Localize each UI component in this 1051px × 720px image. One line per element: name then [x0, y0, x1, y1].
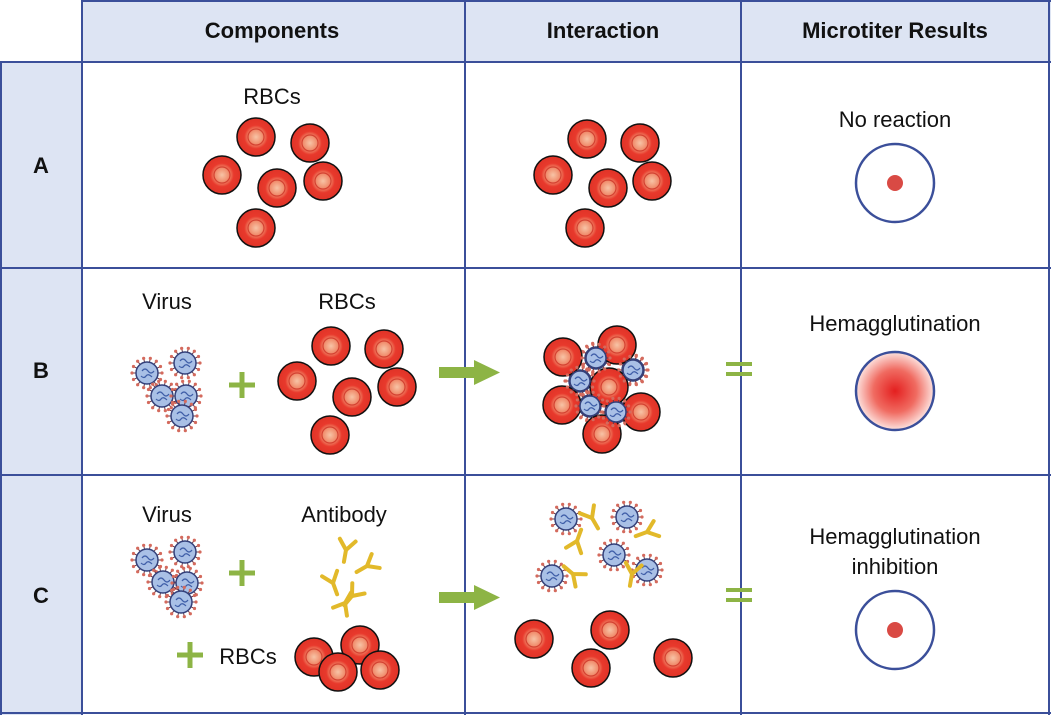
virus-icon: [164, 585, 198, 619]
rbc-icon: [332, 377, 372, 417]
virus-icon: [600, 396, 632, 428]
virus-icon: [617, 354, 649, 386]
rbc-icon: [236, 208, 276, 248]
antibody-icon: [564, 527, 584, 556]
antibody-icon: [331, 590, 353, 618]
antibody-icon: [320, 568, 340, 597]
row-label-bg: [0, 62, 82, 715]
row-a-rbcs-label: RBCs: [243, 84, 300, 109]
antibody-icon: [354, 552, 382, 574]
rbc-icon: [588, 168, 628, 208]
rbc-icon: [571, 648, 611, 688]
arrow-icon: [439, 585, 500, 610]
microtiter-well-icon: [854, 350, 936, 432]
rbc-icon: [310, 415, 350, 455]
plus-icon: [177, 642, 203, 668]
virus-icon: [168, 535, 202, 569]
row-c-rbcs-label: RBCs: [219, 644, 276, 669]
rbc-icon: [582, 414, 622, 454]
virus-icon: [610, 500, 644, 534]
header-interaction: Interaction: [547, 18, 659, 43]
virus-icon: [564, 365, 596, 397]
result-b-label: Hemagglutination: [809, 311, 980, 336]
virus-icon: [130, 543, 164, 577]
rbc-icon: [567, 119, 607, 159]
rbc-icon: [364, 329, 404, 369]
antibody-icon: [337, 536, 358, 564]
virus-icon: [168, 346, 202, 380]
row-label-c: C: [33, 583, 49, 608]
virus-icon: [130, 356, 164, 390]
row-c-virus-label: Virus: [142, 502, 192, 527]
antibody-icon: [633, 519, 662, 539]
rbc-icon: [360, 650, 400, 690]
rbc-icon: [543, 337, 583, 377]
equals-icon: [726, 362, 752, 376]
rbc-icon: [377, 367, 417, 407]
row-c-antibody-label: Antibody: [301, 502, 387, 527]
rbc-icon: [236, 117, 276, 157]
virus-icon: [549, 502, 583, 536]
rbc-icon: [533, 155, 573, 195]
virus-icon: [165, 399, 199, 433]
rbc-icon: [632, 161, 672, 201]
microtiter-well-icon: [854, 589, 936, 671]
result-c-label-line2: inhibition: [852, 554, 939, 579]
header-components: Components: [205, 18, 339, 43]
virus-icon: [580, 342, 612, 374]
row-label-a: A: [33, 153, 49, 178]
row-b-virus-label: Virus: [142, 289, 192, 314]
arrow-icon: [439, 360, 500, 385]
header-bg: [82, 0, 1051, 62]
rbc-icon: [318, 652, 358, 692]
microtiter-well-icon: [854, 142, 936, 224]
virus-icon: [574, 390, 606, 422]
rbc-icon: [653, 638, 693, 678]
result-c-label-line1: Hemagglutination: [809, 524, 980, 549]
header-microtiter-results: Microtiter Results: [802, 18, 988, 43]
row-label-b: B: [33, 358, 49, 383]
equals-icon: [726, 588, 752, 602]
rbc-icon: [514, 619, 554, 659]
plus-icon: [229, 560, 255, 586]
result-a-label: No reaction: [839, 107, 952, 132]
virus-icon: [535, 559, 569, 593]
rbc-icon: [590, 610, 630, 650]
row-b-rbcs-label: RBCs: [318, 289, 375, 314]
rbc-icon: [620, 123, 660, 163]
antibody-icon: [561, 564, 588, 589]
antibody-icon: [623, 560, 644, 588]
rbc-icon: [303, 161, 343, 201]
rbc-icon: [311, 326, 351, 366]
antibody-icon: [578, 503, 600, 531]
rbc-icon: [277, 361, 317, 401]
rbc-icon: [257, 168, 297, 208]
rbc-icon: [290, 123, 330, 163]
plus-icon: [229, 372, 255, 398]
rbc-icon: [202, 155, 242, 195]
rbc-icon: [565, 208, 605, 248]
